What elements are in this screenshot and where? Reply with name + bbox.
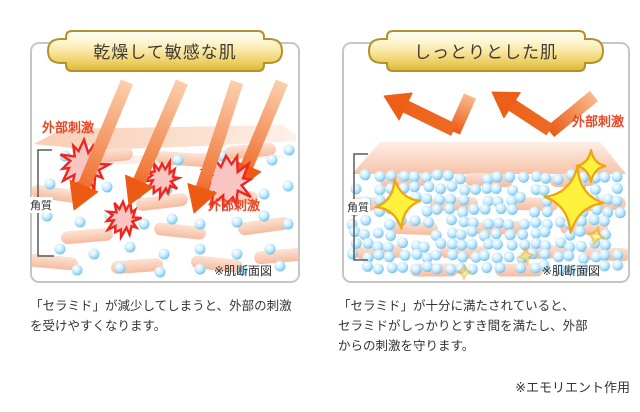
gold-plaque-shape xyxy=(46,30,284,72)
skin-cell-bars xyxy=(32,142,298,274)
dry-skin-cross-section-illustration xyxy=(32,79,298,278)
external-stimulus-label-top: 外部刺激 xyxy=(42,120,95,135)
external-stimulus-label-moist: 外部刺激 xyxy=(571,114,624,129)
moist-skin-cross-section-illustration xyxy=(346,90,628,281)
moist-skin-caption: 「セラミド」が十分に満たされていると、 セラミドがしっかりとすき間を満たし、外部… xyxy=(338,299,588,353)
cross-section-note-moist: ※肌断面図 xyxy=(541,264,600,278)
panel-moist-skin: しっとりとした肌 外部刺激 角質 ※肌断面図 xyxy=(342,30,630,283)
external-stimulus-label-inner: 外部刺激 xyxy=(208,198,261,213)
panel-title-dry: 乾燥して敏感な肌 xyxy=(93,42,237,62)
panel-dry-skin: 乾燥して敏感な肌 外部刺激 外部刺激 角質 ※肌断面図 xyxy=(29,30,300,283)
panel-title-moist: しっとりとした肌 xyxy=(414,42,558,62)
cross-section-note-dry: ※肌断面図 xyxy=(213,264,272,278)
stratum-corneum-label-moist: 角質 xyxy=(346,199,370,215)
moisture-sparkles xyxy=(374,148,607,281)
banner-dry-skin: 乾燥して敏感な肌 xyxy=(46,29,284,73)
bouncing-stimulus-arrows xyxy=(383,90,599,138)
stratum-corneum-label-dry: 角質 xyxy=(29,197,53,213)
banner-moist-skin: しっとりとした肌 xyxy=(367,29,605,73)
gold-plaque-shape xyxy=(367,30,605,72)
penetrating-stimulus-arrows-front xyxy=(69,79,244,214)
ceramide-dots-dense xyxy=(346,169,626,276)
skin-surface-layer xyxy=(352,142,626,174)
dry-skin-caption: 「セラミド」が減少してしまうと、外部の刺激 を受けやすくなります。 xyxy=(30,299,292,333)
emollient-effect-footnote: ※エモリエント作用 xyxy=(515,380,630,395)
